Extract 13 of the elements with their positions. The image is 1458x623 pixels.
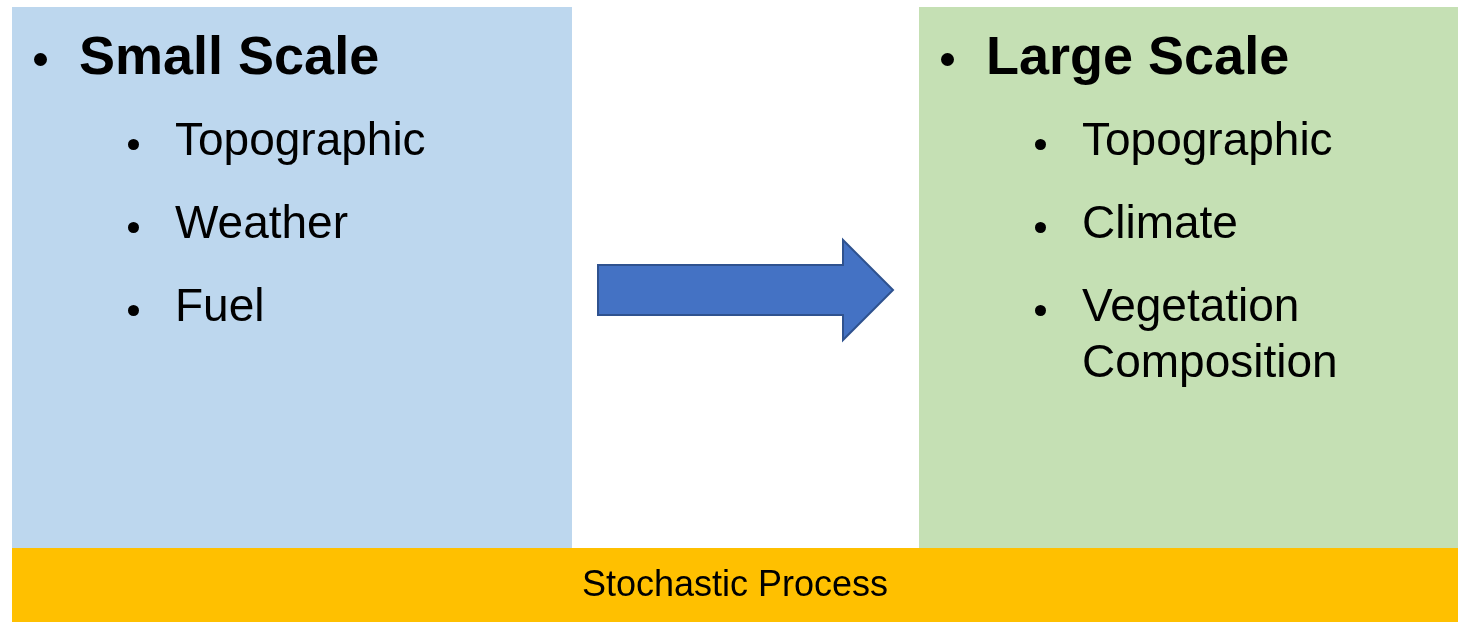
heading: Large Scale [986, 24, 1291, 87]
list-item: Topographic [175, 112, 427, 167]
list-item: Climate [1082, 195, 1239, 250]
list-item: Topographic [1082, 112, 1334, 167]
list-item: Fuel [175, 278, 266, 333]
base-band [12, 548, 1458, 622]
block-arrow [597, 237, 895, 343]
list-item: Weather [175, 195, 350, 250]
band-label: Stochastic Process [580, 562, 890, 606]
list-item: Vegetation Composition [1082, 278, 1339, 390]
content-panel [12, 7, 572, 548]
content-panel [919, 7, 1458, 548]
heading: Small Scale [79, 24, 381, 87]
